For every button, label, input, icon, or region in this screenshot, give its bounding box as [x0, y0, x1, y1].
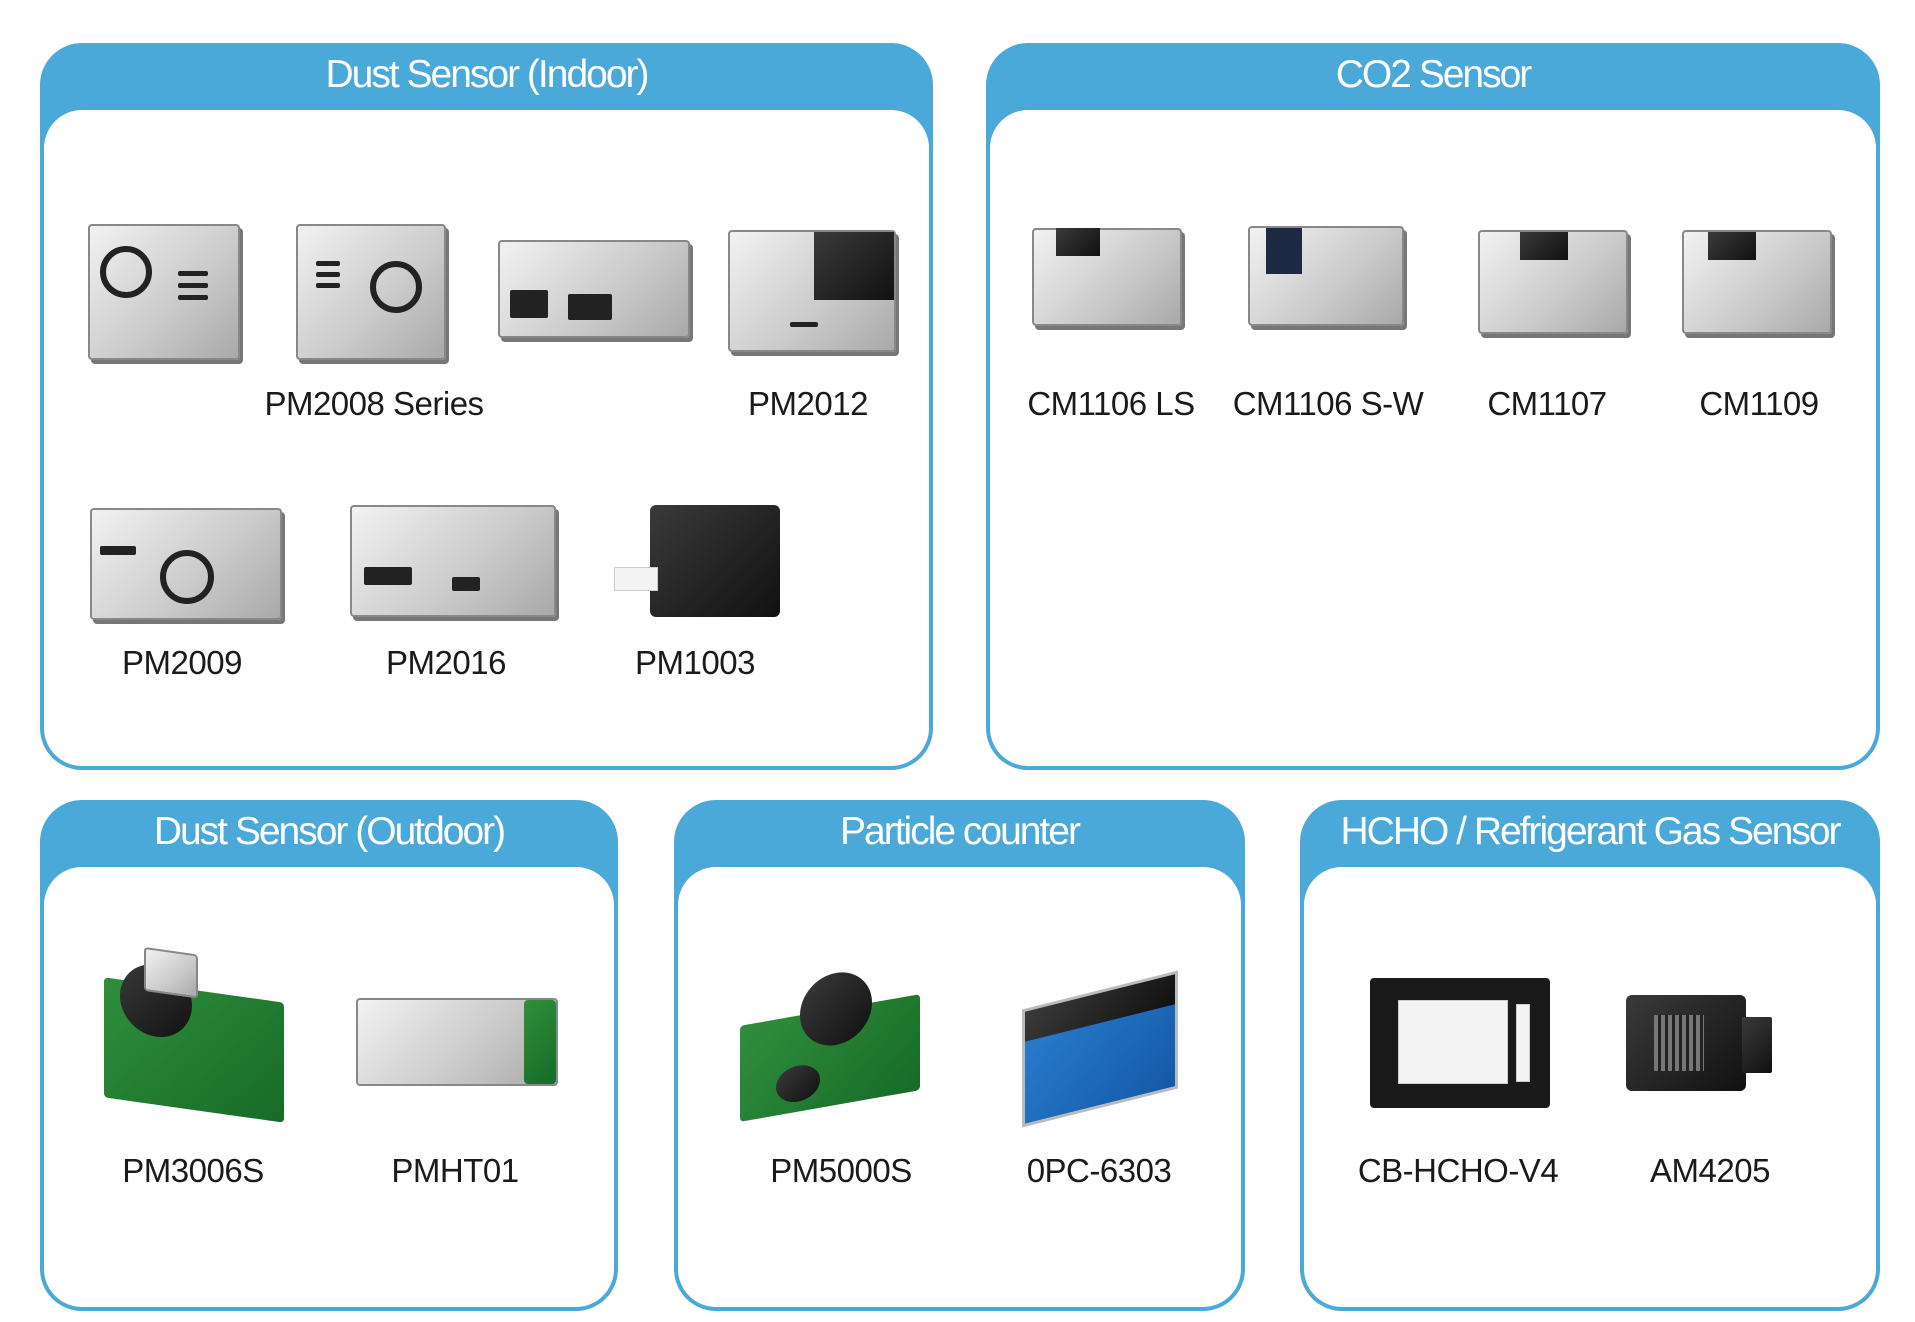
product-label: CM1109 — [1699, 385, 1819, 422]
pm2008-sensor-image[interactable] — [498, 240, 690, 338]
product-label: AM4205 — [1650, 1152, 1770, 1189]
panel-title: Dust Sensor (Outdoor) — [153, 810, 506, 853]
panel-title: Particle counter — [840, 810, 1081, 853]
panel-co2-sensor: CO2 Sensor — [986, 43, 1880, 770]
pm3006s-sensor-image[interactable] — [104, 946, 284, 1123]
panel-body — [44, 110, 929, 766]
product-label: CB-HCHO-V4 — [1357, 1152, 1559, 1189]
product-label: 0PC-6303 — [1026, 1152, 1172, 1189]
panel-dust-sensor-indoor: Dust Sensor (Indoor) — [40, 43, 933, 770]
pm2016-sensor-image[interactable] — [350, 505, 556, 617]
product-label: PMHT01 — [391, 1152, 519, 1189]
cm1106ls-sensor-image[interactable] — [1032, 228, 1182, 326]
panel-title: CO2 Sensor — [1335, 53, 1533, 96]
cm1107-sensor-image[interactable] — [1478, 230, 1628, 334]
pm2008-sensor-image[interactable] — [296, 224, 446, 360]
cm1106sw-sensor-image[interactable] — [1248, 226, 1404, 326]
product-label: PM5000S — [770, 1152, 912, 1189]
pm2012-sensor-image[interactable] — [728, 230, 896, 352]
pm2008-sensor-image[interactable] — [88, 224, 240, 360]
product-label: PM3006S — [122, 1152, 264, 1189]
panel-title: HCHO / Refrigerant Gas Sensor — [1340, 810, 1841, 853]
product-label: CM1106 LS — [1027, 385, 1195, 422]
product-label: PM2016 — [386, 644, 506, 681]
cm1109-sensor-image[interactable] — [1682, 230, 1832, 334]
cb-hcho-v4-sensor-image[interactable] — [1370, 978, 1550, 1108]
product-label: PM2012 — [748, 385, 868, 422]
pmht01-sensor-image[interactable] — [356, 998, 558, 1086]
product-label: PM2008 Series — [264, 385, 484, 422]
product-label: CM1106 S-W — [1232, 385, 1424, 422]
product-label: PM1003 — [635, 644, 755, 681]
pm1003-sensor-image[interactable] — [614, 505, 780, 617]
am4205-sensor-image[interactable] — [1626, 995, 1772, 1091]
pm2009-sensor-image[interactable] — [90, 508, 282, 620]
panel-title: Dust Sensor (Indoor) — [325, 53, 650, 96]
product-label: PM2009 — [122, 644, 242, 681]
panel-body — [990, 110, 1876, 766]
product-label: CM1107 — [1487, 385, 1607, 422]
